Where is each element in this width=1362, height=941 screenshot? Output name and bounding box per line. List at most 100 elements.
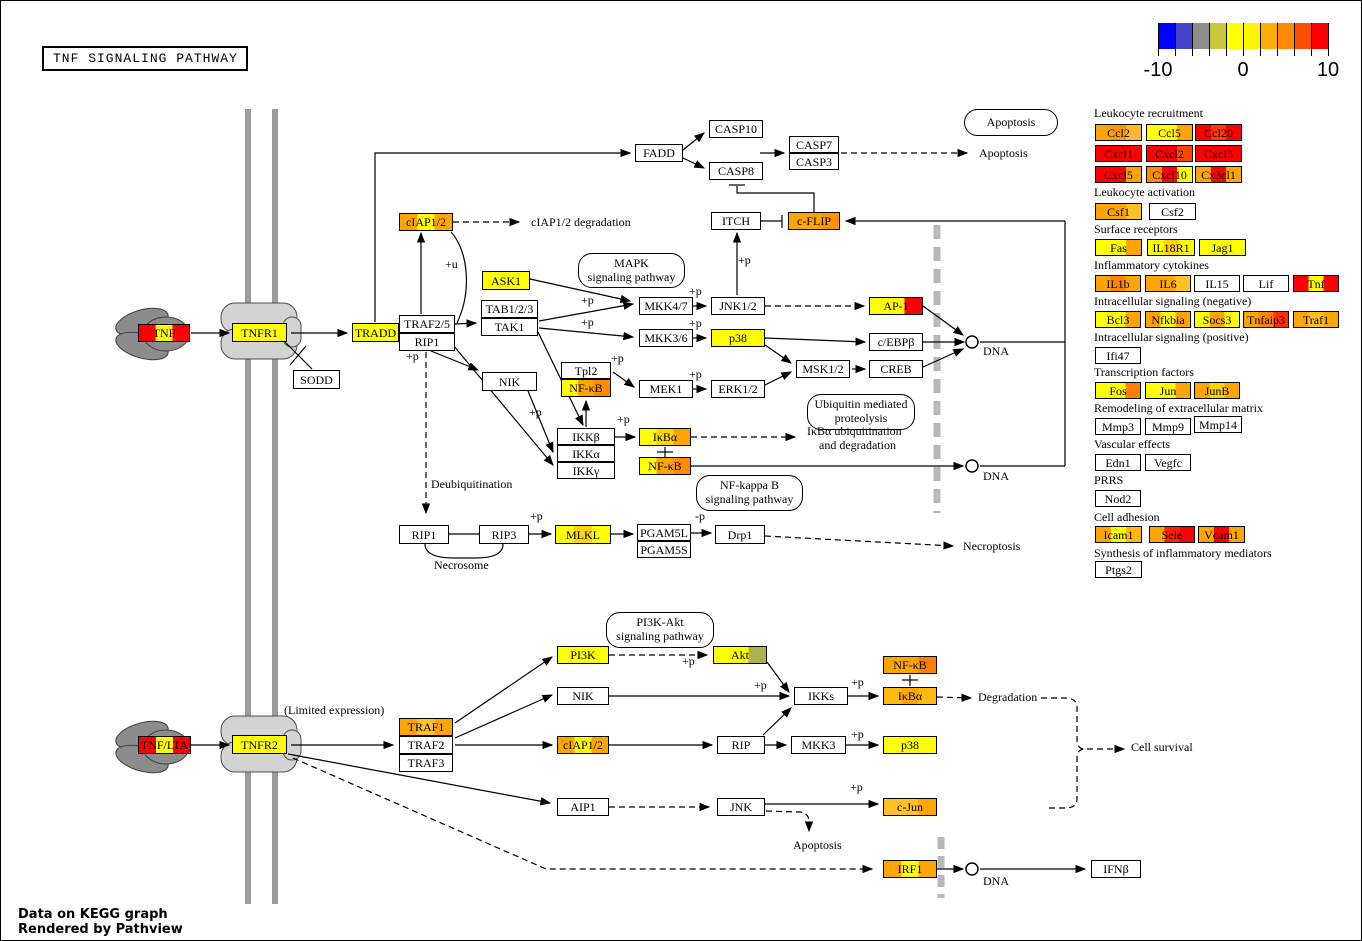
node-p38-lower[interactable]: p38 — [883, 736, 937, 754]
node-sodd[interactable]: SODD — [293, 370, 340, 389]
node-ccl5[interactable]: Ccl5 — [1146, 124, 1193, 141]
node-cxcl1[interactable]: Cxcl1 — [1095, 145, 1142, 162]
node-mmp9[interactable]: Mmp9 — [1145, 418, 1191, 435]
node-cxcl5[interactable]: Cxcl5 — [1095, 166, 1142, 183]
node-ifi47[interactable]: Ifi47 — [1095, 347, 1141, 364]
node-jag1[interactable]: Jag1 — [1199, 239, 1246, 256]
node-itch[interactable]: ITCH — [711, 212, 761, 230]
node-junb[interactable]: JunB — [1194, 382, 1240, 399]
node-ptgs2[interactable]: Ptgs2 — [1095, 561, 1142, 578]
node-socs3[interactable]: Socs3 — [1194, 311, 1240, 328]
node-ask1[interactable]: ASK1 — [482, 271, 530, 290]
node-tnf-lta[interactable]: TNF/LTA — [138, 736, 191, 754]
node-ap1[interactable]: AP-1 — [869, 297, 923, 315]
node-rip1-upper[interactable]: RIP1 — [399, 333, 455, 351]
node-tnfaip3[interactable]: Tnfaip3 — [1243, 311, 1289, 328]
node-traf3[interactable]: TRAF3 — [399, 754, 453, 772]
node-ciap12-upper[interactable]: cIAP1/2 — [399, 213, 453, 231]
node-fos[interactable]: Fos — [1095, 382, 1141, 399]
node-sele[interactable]: Sele — [1149, 526, 1195, 543]
node-akt[interactable]: Akt — [713, 646, 767, 664]
node-tab123[interactable]: TAB1/2/3 — [481, 300, 538, 318]
node-cxcl2[interactable]: Cxcl2 — [1146, 145, 1193, 162]
node-drp1[interactable]: Drp1 — [715, 525, 765, 544]
node-lif[interactable]: Lif — [1243, 275, 1289, 292]
node-mlkl[interactable]: MLKL — [555, 525, 611, 544]
node-traf1-panel[interactable]: Traf1 — [1293, 311, 1339, 328]
node-rip1-lower[interactable]: RIP1 — [399, 525, 449, 544]
node-erk12[interactable]: ERK1/2 — [711, 380, 765, 398]
node-tradd[interactable]: TRADD — [352, 323, 399, 342]
node-pgam5s[interactable]: PGAM5S — [637, 541, 691, 558]
node-creb[interactable]: CREB — [869, 360, 923, 378]
node-csf1[interactable]: Csf1 — [1095, 203, 1142, 220]
color-key-cell-1 — [1175, 23, 1192, 49]
node-rip3[interactable]: RIP3 — [479, 525, 529, 544]
node-mmp3[interactable]: Mmp3 — [1095, 418, 1141, 435]
node-tnf[interactable]: TNF — [138, 324, 190, 342]
node-aip1[interactable]: AIP1 — [557, 798, 609, 816]
node-jun[interactable]: Jun — [1145, 382, 1191, 399]
node-ikba-lower[interactable]: IκBα — [883, 687, 937, 705]
node-rip[interactable]: RIP — [717, 736, 765, 754]
node-nik-lower[interactable]: NIK — [557, 687, 609, 705]
node-tpl2[interactable]: Tpl2 — [561, 362, 611, 379]
node-msk12[interactable]: MSK1/2 — [796, 360, 850, 378]
node-ikks[interactable]: IKKs — [794, 687, 848, 705]
node-ciap12-lower[interactable]: cIAP1/2 — [557, 736, 609, 754]
node-nod2[interactable]: Nod2 — [1095, 490, 1141, 507]
node-cflip[interactable]: c-FLIP — [788, 212, 840, 230]
node-casp8[interactable]: CASP8 — [709, 162, 763, 180]
node-mkk3[interactable]: MKK3 — [791, 736, 846, 754]
node-il18r1[interactable]: IL18R1 — [1147, 239, 1195, 256]
node-jnk[interactable]: JNK — [717, 798, 765, 816]
node-cx3cl1[interactable]: Cx3cl1 — [1195, 166, 1242, 183]
node-nfkb-2[interactable]: NF-κB — [639, 457, 691, 475]
node-casp10[interactable]: CASP10 — [709, 120, 763, 138]
node-nfkbia[interactable]: Nfkbia — [1145, 311, 1191, 328]
node-irf1[interactable]: IRF1 — [883, 860, 937, 878]
node-ikka[interactable]: IKKα — [557, 445, 615, 462]
node-tnfr1[interactable]: TNFR1 — [232, 323, 287, 342]
node-vegfc[interactable]: Vegfc — [1145, 454, 1191, 471]
node-csf2[interactable]: Csf2 — [1149, 203, 1196, 220]
node-pi3k[interactable]: PI3K — [557, 646, 609, 664]
node-ccl20[interactable]: Ccl20 — [1195, 124, 1242, 141]
node-casp7[interactable]: CASP7 — [789, 136, 839, 153]
node-traf1[interactable]: TRAF1 — [399, 718, 453, 736]
node-icam1[interactable]: Icam1 — [1095, 526, 1142, 543]
node-mek1[interactable]: MEK1 — [639, 380, 693, 398]
node-edn1[interactable]: Edn1 — [1095, 454, 1141, 471]
node-traf2[interactable]: TRAF2 — [399, 736, 453, 754]
node-nfkb-3[interactable]: NF-κB — [883, 656, 937, 674]
node-cjun[interactable]: c-Jun — [883, 798, 937, 816]
node-cebpb[interactable]: c/EBPβ — [869, 333, 923, 351]
node-ccl2[interactable]: Ccl2 — [1095, 124, 1142, 141]
node-vcam1[interactable]: Vcam1 — [1198, 526, 1245, 543]
node-tak1[interactable]: TAK1 — [481, 318, 538, 336]
node-nfkb-1[interactable]: NF-κB — [561, 379, 611, 397]
node-nik-upper[interactable]: NIK — [482, 372, 537, 391]
node-fas[interactable]: Fas — [1095, 239, 1142, 256]
node-traf2-5[interactable]: TRAF2/5 — [399, 315, 455, 333]
node-casp3[interactable]: CASP3 — [789, 153, 839, 170]
node-p38-upper[interactable]: p38 — [711, 329, 765, 347]
node-mkk36[interactable]: MKK3/6 — [639, 329, 693, 347]
node-mmp14[interactable]: Mmp14 — [1194, 416, 1242, 433]
node-pgam5l[interactable]: PGAM5L — [637, 524, 691, 541]
node-bcl3[interactable]: Bcl3 — [1095, 311, 1141, 328]
node-mkk47[interactable]: MKK4/7 — [639, 297, 693, 315]
node-il1b[interactable]: IL1b — [1095, 275, 1141, 292]
node-ikkb[interactable]: IKKβ — [557, 428, 615, 445]
node-ikkg[interactable]: IKKγ — [557, 462, 615, 479]
node-il6[interactable]: IL6 — [1145, 275, 1191, 292]
node-ikba-upper[interactable]: IκBα — [639, 428, 691, 446]
node-tnfr2[interactable]: TNFR2 — [232, 735, 287, 754]
node-jnk12[interactable]: JNK1/2 — [711, 297, 765, 315]
node-cxcl10[interactable]: Cxcl10 — [1146, 166, 1193, 183]
node-tnf-panel[interactable]: Tnf — [1293, 275, 1339, 292]
node-il15[interactable]: IL15 — [1194, 275, 1240, 292]
node-cxcl3[interactable]: Cxcl3 — [1195, 145, 1242, 162]
node-fadd[interactable]: FADD — [635, 144, 683, 162]
node-ifnb[interactable]: IFNβ — [1091, 860, 1141, 878]
